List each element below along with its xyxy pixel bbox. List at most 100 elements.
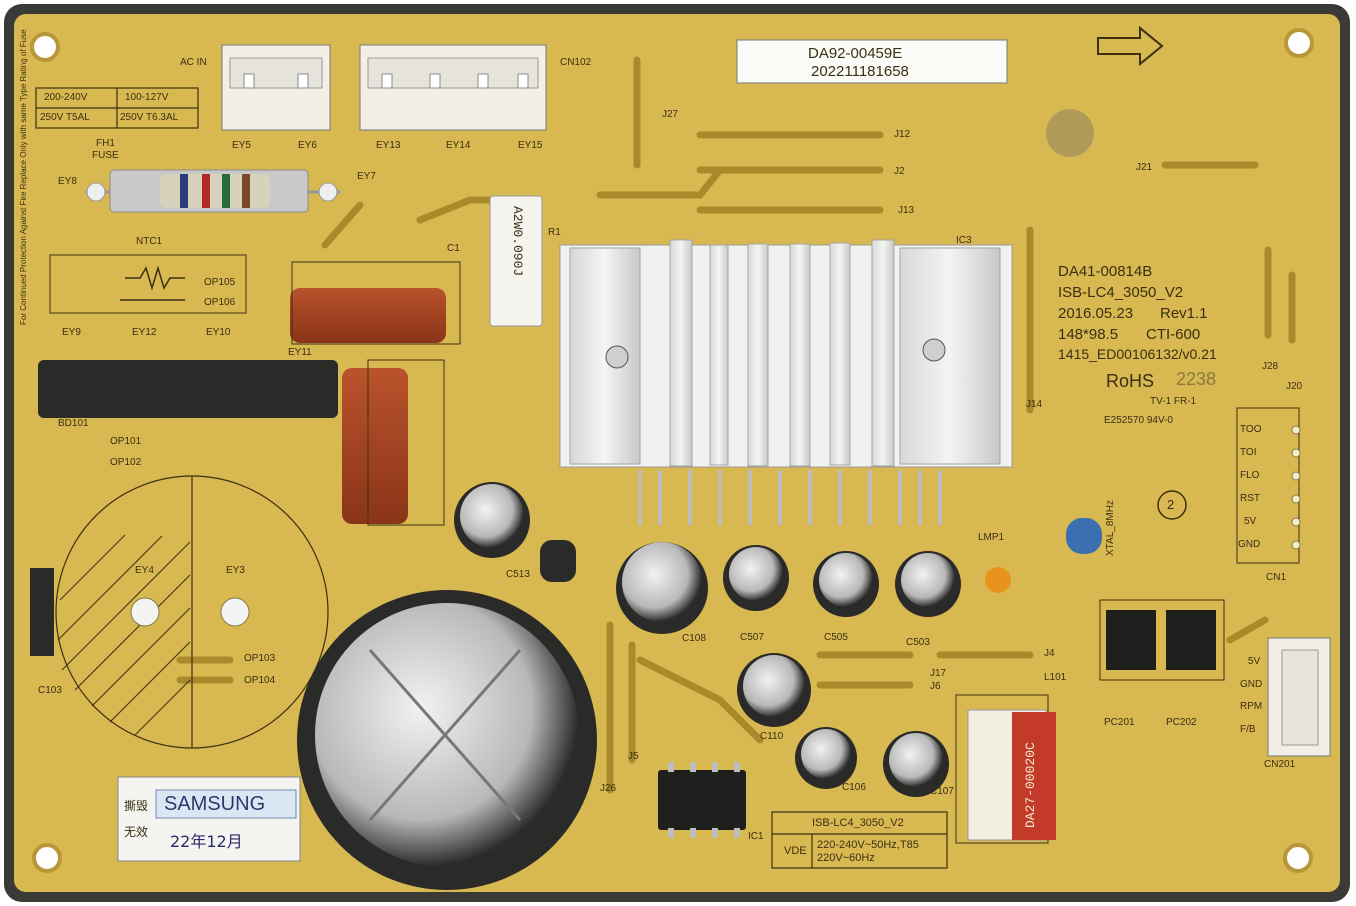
silk-ul-grade: TV-1 FR-1 (1150, 396, 1197, 407)
label-op101: OP101 (110, 436, 142, 447)
silk-rohs: RoHS (1106, 371, 1155, 391)
label-cn1: CN1 (1266, 572, 1287, 583)
bottom-box-model: ISB-LC4_3050_V2 (812, 817, 904, 829)
heatsink-ic3 (559, 239, 1013, 525)
label-c507: C507 (740, 632, 764, 643)
cn1-pin-toi: TOI (1240, 447, 1257, 458)
label-fuse: FUSE (92, 150, 119, 161)
traces (176, 56, 1296, 794)
pc-outline (1099, 599, 1225, 681)
cn201-pin-rpm: RPM (1240, 701, 1263, 712)
label-c503: C503 (906, 637, 930, 648)
ntc-thermistor (120, 265, 185, 301)
label-l101: L101 (1044, 672, 1067, 683)
fuse-fh1 (85, 169, 340, 213)
label-op106: OP106 (204, 297, 236, 308)
silk-ul-file: E252570 94V-0 (1104, 415, 1173, 426)
bulk-capacitor (297, 590, 597, 890)
label-ey15: EY15 (518, 140, 543, 151)
label-j20: J20 (1286, 381, 1303, 392)
cn1-pin-flo: FLO (1240, 470, 1260, 481)
fuse-rating-table (35, 87, 199, 129)
silk-code: 1415_ED00106132/v0.21 (1058, 346, 1217, 362)
label-c103: C103 (38, 685, 62, 696)
optocoupler-pc201 (1106, 610, 1156, 670)
resistor-r1 (489, 195, 543, 327)
bottom-rating-box (771, 811, 948, 869)
label-j6: J6 (930, 681, 941, 692)
capacitor-c110 (737, 653, 811, 727)
lamp-lmp1 (985, 567, 1011, 593)
fuse-table-r1c2: 100-127V (125, 92, 169, 103)
board-serial-number: 202211181658 (811, 63, 909, 80)
ic1-dip (658, 762, 746, 838)
label-ey14: EY14 (446, 140, 471, 151)
bottom-box-vde: VDE (784, 845, 807, 857)
label-c1: C1 (447, 243, 460, 254)
fuse-table-r1c1: 200-240V (44, 92, 88, 103)
fuse-table-r2c1: 250V T5AL (40, 112, 90, 123)
capacitor-c108 (616, 542, 708, 634)
label-ey5: EY5 (232, 140, 251, 151)
silk-model: ISB-LC4_3050_V2 (1058, 284, 1184, 301)
pad-ey3 (220, 597, 250, 627)
sticker-brand: SAMSUNG (164, 793, 266, 815)
capacitor-c513-large (454, 482, 530, 558)
label-j12: J12 (894, 129, 911, 140)
cn201-connector[interactable] (1267, 637, 1331, 757)
fuse-table-r2c2: 250V T6.3AL (120, 112, 179, 123)
label-j21: J21 (1136, 162, 1153, 173)
silk-xtal: XTAL_8MHz (1105, 500, 1116, 556)
label-ic3: IC3 (956, 235, 972, 246)
cn201-pin-gnd: GND (1240, 679, 1263, 690)
label-op105: OP105 (204, 277, 236, 288)
cn201-pin-5v: 5V (1248, 656, 1261, 667)
c103-black-tab (30, 568, 54, 656)
mounting-holes (30, 28, 1314, 873)
c103-hatch (57, 534, 191, 736)
connector-cn102[interactable] (359, 44, 547, 131)
label-j17: J17 (930, 668, 947, 679)
cn1-pin-5v: 5V (1244, 516, 1257, 527)
inductor-marking: DA27-00020C (1023, 742, 1038, 828)
label-c513: C513 (506, 569, 530, 580)
label-ey4: EY4 (135, 565, 154, 576)
label-pc202: PC202 (1166, 717, 1197, 728)
sticker-date: 22年12月 (170, 832, 243, 851)
bridge-rectifier-bd101 (38, 360, 338, 418)
capacitor-c107 (883, 731, 949, 797)
label-lmp1: LMP1 (978, 532, 1005, 543)
capacitor-c-film (342, 368, 408, 524)
label-pc201: PC201 (1104, 717, 1135, 728)
samsung-sticker-blue (155, 789, 297, 819)
board-part-number: DA92-00459E (808, 45, 903, 62)
part-label-sticker (736, 39, 1008, 84)
label-ntc1: NTC1 (136, 236, 163, 247)
label-ey3: EY3 (226, 565, 245, 576)
silk-rev: Rev1.1 (1160, 305, 1208, 322)
label-j13: J13 (898, 205, 915, 216)
silk-size: 148*98.5 (1058, 326, 1119, 343)
label-j26: J26 (600, 783, 617, 794)
label-ey8: EY8 (58, 176, 77, 187)
label-j28: J28 (1262, 361, 1279, 372)
label-c106: C106 (842, 782, 866, 793)
label-op102: OP102 (110, 457, 142, 468)
label-acin: AC IN (180, 57, 207, 68)
silk-rohs-num: 2238 (1176, 369, 1217, 389)
label-op103: OP103 (244, 653, 276, 664)
label-ey10: EY10 (206, 327, 231, 338)
label-j27: J27 (662, 109, 679, 120)
label-c505: C505 (824, 632, 848, 643)
label-ic1: IC1 (748, 831, 764, 842)
cn1-header[interactable] (1236, 407, 1301, 564)
connector-acin[interactable] (221, 44, 331, 131)
capacitor-c507 (723, 545, 789, 611)
crystal-xtal (1066, 518, 1102, 554)
ntc-box (49, 254, 247, 314)
label-cn102: CN102 (560, 57, 592, 68)
c1-outline (291, 261, 461, 345)
label-cn201: CN201 (1264, 759, 1296, 770)
c103-outline (55, 475, 329, 749)
bottom-box-rating2: 220V~60Hz (817, 852, 875, 864)
